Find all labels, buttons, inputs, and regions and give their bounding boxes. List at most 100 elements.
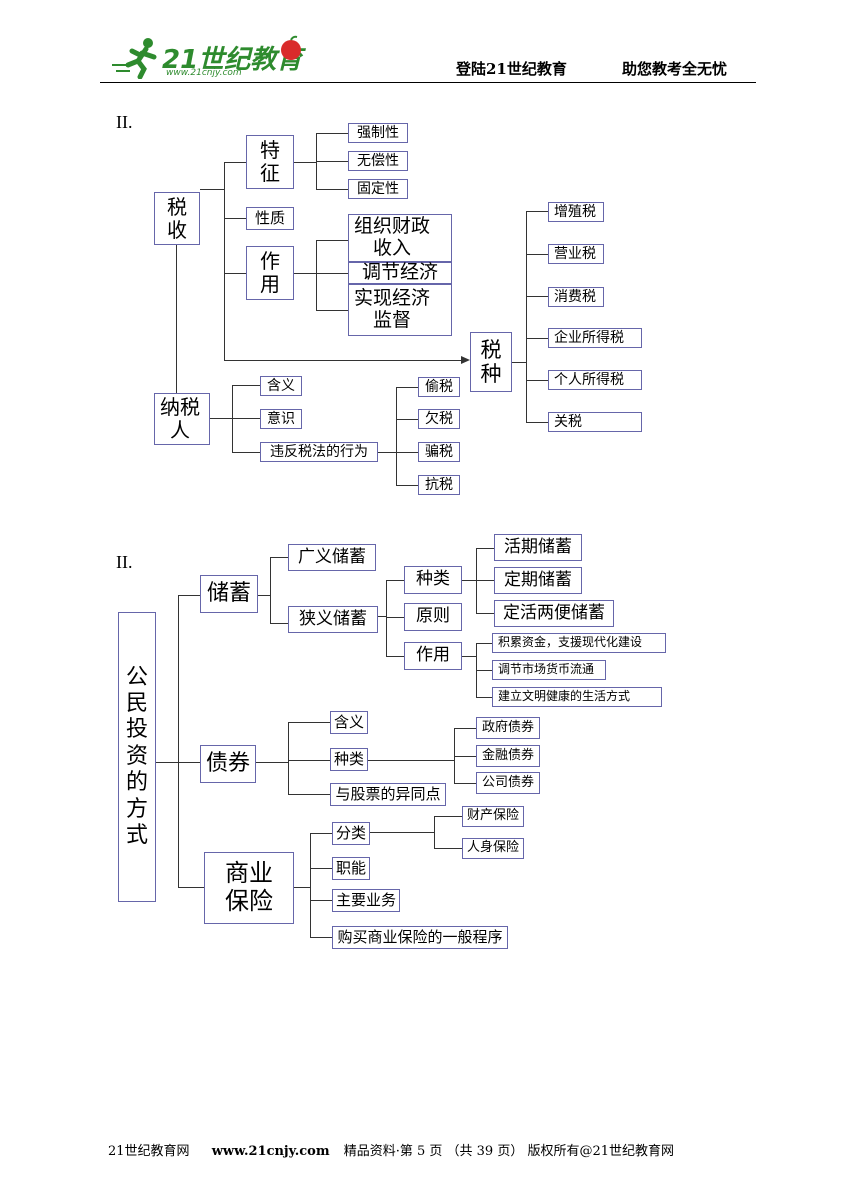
role-item: 组织财政 收入 <box>348 214 452 262</box>
connector <box>526 211 527 422</box>
taxpayer-item: 意识 <box>260 409 302 429</box>
footer: 21世纪教育网 www.21cnjy.com 精品资料·第 5 页 （共 39 … <box>108 1140 768 1160</box>
connector <box>316 240 317 310</box>
tax-types-box: 税 种 <box>470 332 512 392</box>
role-item: 实现经济 监督 <box>348 284 452 336</box>
logo-text: 21世纪教育 <box>162 45 303 75</box>
connector <box>258 595 270 596</box>
feature-box: 特 征 <box>246 135 294 189</box>
connector <box>316 240 348 241</box>
connector <box>294 273 316 274</box>
connector <box>178 762 200 763</box>
footer-info: 精品资料·第 5 页 （共 39 页） 版权所有@21世纪教育网 <box>343 1144 675 1159</box>
insurance-box: 商业 保险 <box>204 852 294 924</box>
savings-function-item: 调节市场货币流通 <box>492 660 606 680</box>
savings-broad-box: 广义储蓄 <box>288 544 376 571</box>
taxpayer-box: 纳税 人 <box>154 393 210 445</box>
connector <box>386 580 387 656</box>
savings-box: 储蓄 <box>200 575 258 613</box>
bond-item: 与股票的异同点 <box>330 783 446 806</box>
connector <box>178 595 200 596</box>
logo-url: www.21cnjy.com <box>166 68 242 78</box>
savings-kind-item: 活期储蓄 <box>494 534 582 561</box>
connector <box>200 189 224 190</box>
connector <box>476 580 494 581</box>
header: 21世纪教育 www.21cnjy.com 登陆21世纪教育 助您教考全无忧 <box>100 30 760 85</box>
connector <box>232 418 260 419</box>
connector <box>396 452 418 453</box>
savings-aspect-item: 种类 <box>404 566 462 594</box>
violation-item: 偷税 <box>418 377 460 397</box>
connector <box>526 296 548 297</box>
connector <box>454 756 476 757</box>
connector <box>454 783 476 784</box>
connector <box>288 722 330 723</box>
connector <box>368 760 454 761</box>
connector <box>526 211 548 212</box>
bond-kind-item: 金融债券 <box>476 745 540 767</box>
footer-site: 21世纪教育网 <box>108 1144 190 1159</box>
insurance-item: 分类 <box>332 822 370 845</box>
connector <box>526 254 548 255</box>
section-label-1: II. <box>116 112 133 132</box>
violation-item: 骗税 <box>418 442 460 462</box>
savings-aspect-item: 原则 <box>404 603 462 631</box>
connector <box>316 161 348 162</box>
connector <box>396 419 418 420</box>
feature-item: 无偿性 <box>348 151 408 171</box>
connector <box>224 360 464 361</box>
savings-aspect-item: 作用 <box>404 642 462 670</box>
connector <box>434 848 462 849</box>
insurance-kind-item: 人身保险 <box>462 838 524 859</box>
bond-item: 种类 <box>330 748 368 771</box>
taxpayer-item: 违反税法的行为 <box>260 442 378 462</box>
connector <box>454 728 455 783</box>
savings-function-item: 建立文明健康的生活方式 <box>492 687 662 707</box>
connector <box>462 580 476 581</box>
connector <box>462 656 476 657</box>
connector <box>294 887 310 888</box>
connector <box>476 643 492 644</box>
header-slogan-left: 登陆21世纪教育 <box>456 60 567 78</box>
connector <box>378 616 386 617</box>
investment-root-box: 公 民 投 资 的 方 式 <box>118 612 156 902</box>
violation-item: 欠税 <box>418 409 460 429</box>
connector <box>288 794 330 795</box>
feature-item: 强制性 <box>348 123 408 143</box>
connector <box>526 380 548 381</box>
connector <box>316 133 348 134</box>
feature-item: 固定性 <box>348 179 408 199</box>
connector <box>386 580 404 581</box>
connector <box>176 245 177 393</box>
connector <box>434 816 462 817</box>
connector <box>396 387 397 485</box>
bond-kind-item: 公司债券 <box>476 772 540 794</box>
tax-type-item: 消费税 <box>548 287 604 307</box>
connector <box>210 418 232 419</box>
connector <box>178 887 204 888</box>
connector <box>526 422 548 423</box>
connector <box>512 362 526 363</box>
connector <box>378 452 396 453</box>
connector <box>316 310 348 311</box>
connector <box>310 833 311 937</box>
connector <box>224 162 225 360</box>
connector <box>396 387 418 388</box>
connector <box>396 485 418 486</box>
connector <box>256 762 288 763</box>
bond-kind-item: 政府债券 <box>476 717 540 739</box>
runner-icon <box>112 38 157 79</box>
tax-type-item: 关税 <box>548 412 642 432</box>
connector <box>232 452 260 453</box>
footer-url[interactable]: www.21cnjy.com <box>211 1144 330 1159</box>
bond-item: 含义 <box>330 711 368 734</box>
connector <box>270 557 271 623</box>
connector <box>310 900 332 901</box>
section-label-2: II. <box>116 552 133 572</box>
connector <box>316 273 348 274</box>
connector <box>232 385 260 386</box>
connector <box>288 760 330 761</box>
role-item: 调节经济 <box>348 261 452 284</box>
connector <box>310 833 332 834</box>
